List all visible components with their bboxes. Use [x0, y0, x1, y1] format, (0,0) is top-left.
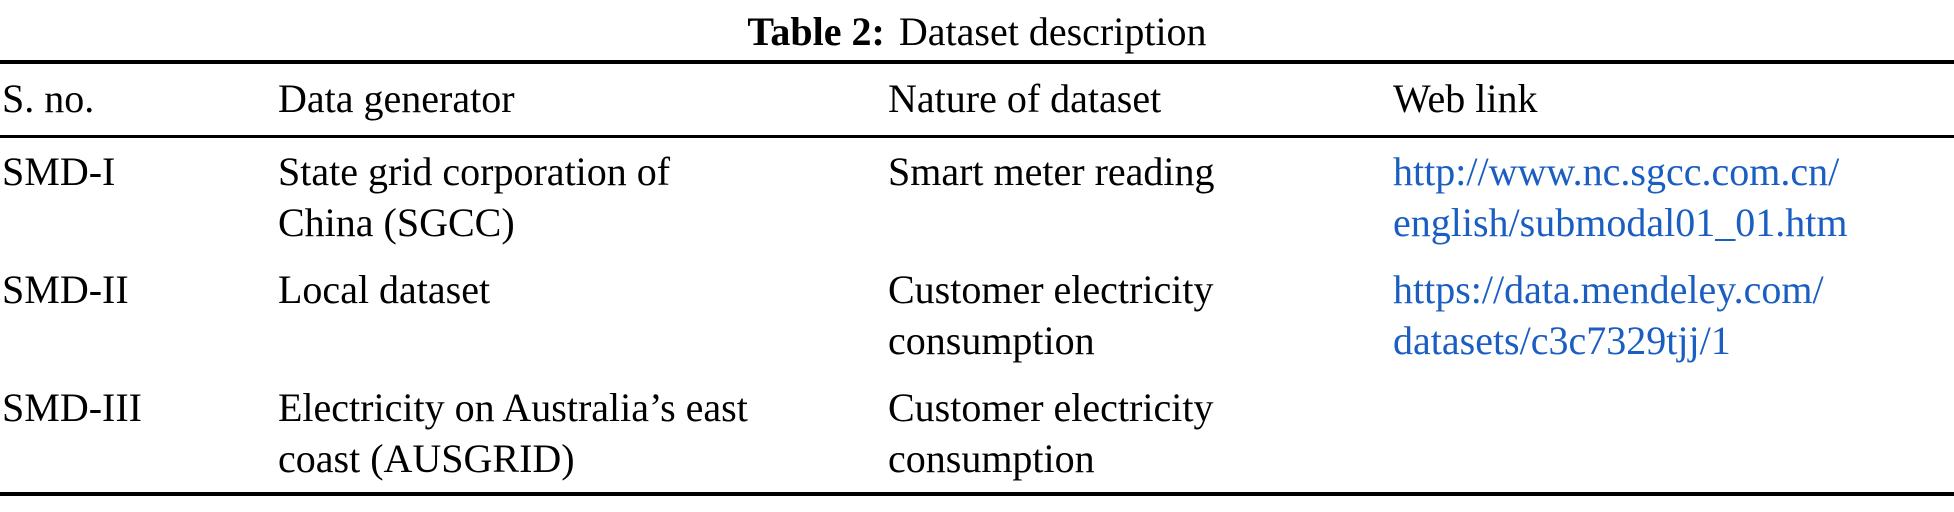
data-generator-line: Electricity on Australia’s east — [278, 385, 748, 430]
cell-sno: SMD-III — [0, 374, 278, 492]
dataset-table: S. no. Data generator Nature of dataset … — [0, 60, 1954, 496]
cell-data-generator: Electricity on Australia’s east coast (A… — [278, 374, 888, 492]
table-row-smd-3: SMD-III Electricity on Australia’s east … — [0, 374, 1954, 492]
nature-line: Customer electricity — [888, 385, 1214, 430]
table-caption-text: Dataset description — [898, 9, 1207, 54]
data-generator-line: State grid corporation of — [278, 149, 671, 194]
cell-nature-of-dataset: Customer electricity consumption — [888, 374, 1393, 492]
column-header-web-link: Web link — [1393, 76, 1538, 121]
web-link-smd-1[interactable]: http://www.nc.sgcc.com.cn/ english/submo… — [1393, 146, 1944, 248]
sno-value: SMD-II — [2, 267, 129, 312]
cell-data-generator: Local dataset — [278, 256, 888, 374]
web-link-line: datasets/c3c7329tjj/1 — [1393, 318, 1731, 363]
cell-nature-of-dataset: Customer electricity consumption — [888, 256, 1393, 374]
data-generator-line: China (SGCC) — [278, 200, 515, 245]
nature-line: Customer electricity — [888, 267, 1214, 312]
nature-line: consumption — [888, 436, 1095, 481]
web-link-smd-2[interactable]: https://data.mendeley.com/ datasets/c3c7… — [1393, 264, 1944, 366]
cell-web-link: https://data.mendeley.com/ datasets/c3c7… — [1393, 256, 1954, 374]
table-row-smd-1: SMD-I State grid corporation of China (S… — [0, 138, 1954, 256]
column-header-nature-of-dataset: Nature of dataset — [888, 76, 1162, 121]
table-header-row: S. no. Data generator Nature of dataset … — [0, 64, 1954, 138]
web-link-line: english/submodal01_01.htm — [1393, 200, 1848, 245]
web-link-line: https://data.mendeley.com/ — [1393, 267, 1824, 312]
table-row-smd-2: SMD-II Local dataset Customer electricit… — [0, 256, 1954, 374]
sno-value: SMD-I — [2, 149, 116, 194]
nature-line: consumption — [888, 318, 1095, 363]
web-link-line: http://www.nc.sgcc.com.cn/ — [1393, 149, 1840, 194]
cell-web-link-empty — [1393, 374, 1954, 492]
data-generator-line: Local dataset — [278, 267, 491, 312]
cell-nature-of-dataset: Smart meter reading — [888, 138, 1393, 256]
data-generator-line: coast (AUSGRID) — [278, 436, 575, 481]
table-caption-label: Table 2: — [747, 9, 885, 54]
column-header-sno: S. no. — [2, 76, 95, 121]
column-header-data-generator: Data generator — [278, 76, 515, 121]
nature-line: Smart meter reading — [888, 149, 1215, 194]
cell-data-generator: State grid corporation of China (SGCC) — [278, 138, 888, 256]
sno-value: SMD-III — [2, 385, 142, 430]
cell-sno: SMD-II — [0, 256, 278, 374]
cell-sno: SMD-I — [0, 138, 278, 256]
cell-web-link: http://www.nc.sgcc.com.cn/ english/submo… — [1393, 138, 1954, 256]
table-caption: Table 2: Dataset description — [0, 0, 1954, 56]
